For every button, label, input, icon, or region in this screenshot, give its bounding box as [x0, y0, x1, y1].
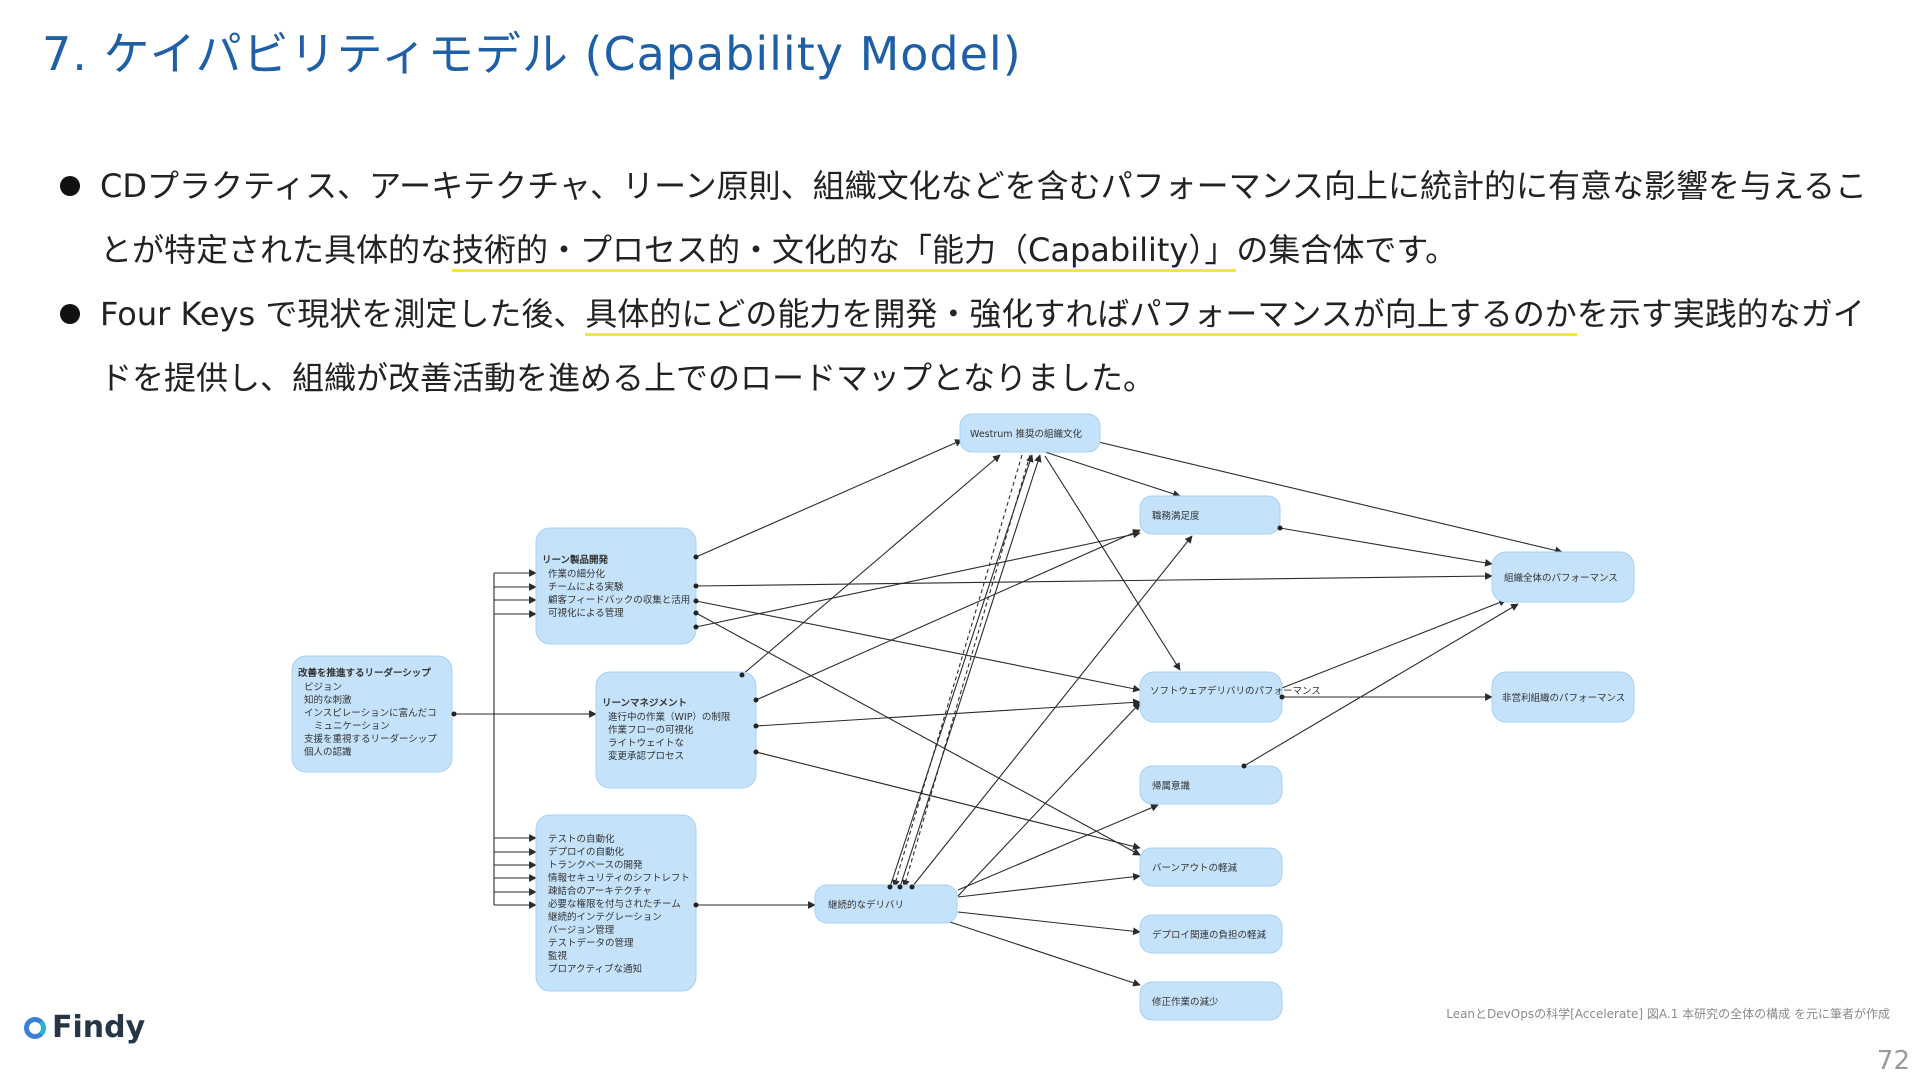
bullet-1-text: CDプラクティス、アーキテクチャ、リーン原則、組織文化などを含むパフォーマンス向… [100, 167, 1867, 269]
node-deploy-pain-label: デプロイ関連の負担の軽減 [1152, 929, 1267, 941]
node-continuous-delivery-label: 継続的なデリバリ [828, 899, 904, 911]
node-technical-item: 情報セキュリティのシフトレフト [548, 872, 690, 884]
node-technical-item: 疎結合のアーキテクチャ [548, 885, 652, 897]
bullet-1-text-end: の集合体です。 [1236, 231, 1458, 269]
node-identity-label: 帰属意識 [1152, 780, 1191, 792]
node-westrum: Westrum 推奨の組織文化 [959, 413, 1101, 453]
edge-cd-to-identity [957, 804, 1159, 891]
node-lean-product-item: 作業の細分化 [548, 568, 606, 580]
node-rework: 修正作業の減少 [1139, 981, 1283, 1021]
node-leadership-item: 知的な刺激 [304, 694, 352, 706]
edge-leanprod-to-burnout [695, 612, 1141, 856]
node-continuous-delivery: 継続的なデリバリ [814, 884, 958, 924]
edge-cd-to-westrum-2 [899, 454, 1042, 888]
node-technical-item: バージョン管理 [548, 924, 615, 936]
edge-delivery-to-orgperf [1281, 598, 1507, 689]
slide-title: 7. ケイパビリティモデル (Capability Model) [42, 27, 1022, 81]
edge-westrum-to-orgperf [1089, 439, 1563, 555]
findy-logo: Findy [24, 1010, 145, 1045]
node-lean-product: リーン製品開発 作業の細分化 チームによる実験 顧客フィードバックの収集と活用 … [535, 527, 697, 645]
node-technical-item: 継続的インテグレーション [548, 911, 662, 923]
page-number: 72 [1876, 1046, 1910, 1076]
node-lean-management-title: リーンマネジメント [602, 698, 687, 709]
bullet-2-highlight: 具体的にどの能力を開発・強化すればパフォーマンスが向上するのか [585, 295, 1577, 336]
edge-leadership-bracket [454, 573, 495, 905]
node-job-satisfaction-label: 職務満足度 [1152, 510, 1200, 522]
node-technical-item: 必要な権限を付与されたチーム [548, 898, 681, 910]
node-lean-product-item: 可視化による管理 [548, 607, 624, 619]
edge-leanprod-to-westrum [695, 439, 963, 558]
node-technical-item: テストデータの管理 [548, 937, 634, 949]
edge-cd-to-deploypain [957, 911, 1141, 936]
node-noncommercial-performance: 非営利組織のパフォーマンス [1491, 671, 1635, 723]
node-technical-item: トランクベースの開発 [548, 859, 643, 871]
node-lean-product-item: 顧客フィードバックの収集と活用 [548, 594, 690, 606]
edge-cd-to-rework [949, 921, 1141, 987]
edge-leanprod-to-delivery [695, 600, 1141, 693]
node-job-satisfaction: 職務満足度 [1139, 495, 1281, 535]
node-leadership: 改善を推進するリーダーシップ ビジョン 知的な刺激 インスピレーションに富んだコ… [291, 655, 453, 773]
edge-cd-to-job [911, 535, 1193, 888]
node-westrum-label: Westrum 推奨の組織文化 [970, 428, 1083, 440]
edge-leanprod-to-orgperf [695, 572, 1493, 587]
node-org-performance: 組織全体のパフォーマンス [1491, 551, 1635, 603]
edge-leanmgmt-to-westrum [741, 454, 1001, 676]
node-burnout: バーンアウトの軽減 [1139, 847, 1283, 887]
edge-cd-to-delivery [957, 702, 1141, 897]
edge-westrum-to-cd-2 [902, 454, 1031, 888]
node-technical-item: プロアクティブな通知 [548, 963, 642, 975]
bullet-dot-icon [60, 304, 80, 324]
edge-westrum-to-cd-1 [892, 454, 1023, 888]
node-leadership-title: 改善を推進するリーダーシップ [298, 667, 431, 679]
node-rework-label: 修正作業の減少 [1152, 996, 1219, 1008]
node-noncommercial-performance-label: 非営利組織のパフォーマンス [1502, 692, 1625, 704]
node-software-delivery: ソフトウェアデリバリのパフォーマンス [1139, 671, 1321, 723]
node-lean-management: リーンマネジメント 進行中の作業（WIP）の制限 作業フローの可視化 ライトウェ… [595, 671, 757, 789]
node-lean-management-item: 作業フローの可視化 [608, 724, 694, 736]
diagram-edges [454, 439, 1563, 987]
bullet-2-text-end: を示す実践的なガイドを提供し、組織が改善活動を進める上でのロードマップとなりまし… [100, 295, 1865, 397]
node-leadership-item: インスピレーションに富んだコ [304, 707, 437, 719]
edge-identity-to-orgperf [1243, 603, 1519, 767]
node-technical-item: デプロイの自動化 [548, 846, 625, 858]
edge-cd-to-westrum [889, 454, 1034, 888]
node-lean-management-item: 進行中の作業（WIP）の制限 [608, 711, 731, 723]
findy-logo-text: Findy [52, 1010, 146, 1045]
node-identity: 帰属意識 [1139, 765, 1283, 805]
node-deploy-pain: デプロイ関連の負担の軽減 [1139, 914, 1283, 954]
node-lean-product-item: チームによる実験 [548, 581, 624, 593]
source-caption: LeanとDevOpsの科学[Accelerate] 図A.1 本研究の全体の構… [1446, 1007, 1890, 1021]
node-lean-management-item: 変更承認プロセス [608, 750, 684, 762]
edge-leanmgmt-to-delivery [755, 698, 1141, 727]
bullet-item-1: CDプラクティス、アーキテクチャ、リーン原則、組織文化などを含むパフォーマンス向… [56, 154, 1876, 282]
bullet-list: CDプラクティス、アーキテクチャ、リーン原則、組織文化などを含むパフォーマンス向… [56, 154, 1876, 410]
bullet-1-highlight: 技術的・プロセス的・文化的な「能力（Capability）」 [452, 231, 1237, 272]
edge-cd-to-burnout [957, 872, 1141, 898]
bullet-2-text: Four Keys で現状を測定した後、 [100, 295, 586, 333]
node-software-delivery-label: ソフトウェアデリバリのパフォーマンス [1150, 685, 1321, 697]
edge-westrum-to-delivery [1044, 455, 1181, 671]
node-leadership-item: 支援を重視するリーダーシップ [304, 733, 437, 745]
edge-westrum-to-job [1044, 451, 1181, 498]
edge-job-to-orgperf [1279, 527, 1493, 567]
node-leadership-item: ミュニケーション [314, 721, 390, 732]
node-technical-item: テストの自動化 [548, 833, 615, 845]
node-lean-management-item: ライトウェイトな [608, 738, 684, 749]
edge-endpoint-dots [451, 525, 1285, 908]
edge-leanprod-to-job [695, 530, 1141, 628]
edge-leanmgmt-to-job [755, 529, 1141, 701]
node-technical-item: 監視 [548, 950, 568, 962]
edge-leanmgmt-to-burnout [755, 751, 1141, 851]
findy-logo-icon [24, 1016, 46, 1039]
node-leadership-item: ビジョン [304, 682, 342, 693]
bullet-item-2: Four Keys で現状を測定した後、具体的にどの能力を開発・強化すればパフォ… [56, 282, 1876, 410]
node-technical-practices: テストの自動化 デプロイの自動化 トランクベースの開発 情報セキュリティのシフト… [535, 814, 697, 992]
node-burnout-label: バーンアウトの軽減 [1152, 862, 1238, 874]
node-lean-product-title: リーン製品開発 [542, 554, 609, 566]
node-leadership-item: 個人の認識 [304, 746, 352, 758]
bullet-dot-icon [60, 176, 80, 196]
node-org-performance-label: 組織全体のパフォーマンス [1504, 572, 1618, 584]
